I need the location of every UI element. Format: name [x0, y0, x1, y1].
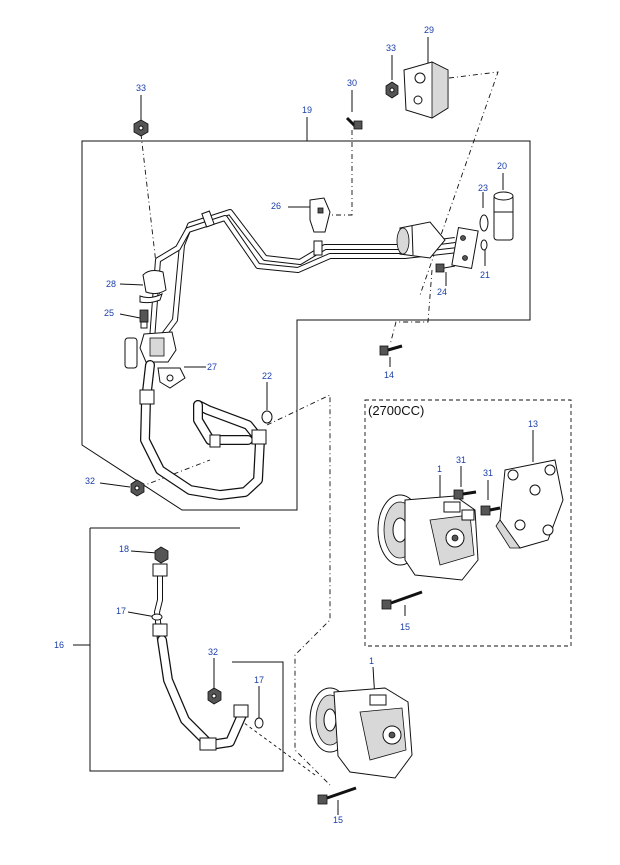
leader-17-compressor [239, 719, 316, 776]
bolt-15-2700cc [381, 590, 423, 610]
leader-32 [139, 459, 211, 488]
callout-22: 22 [262, 371, 272, 381]
callout-29: 29 [424, 25, 434, 35]
callout-33-left: 33 [136, 83, 146, 93]
callout-15-lower: 15 [333, 815, 343, 825]
bolt-15-lower [317, 786, 357, 805]
liquid-pipe-19 [149, 209, 459, 342]
o-ring-22 [261, 410, 273, 424]
assembly-16-outline [89, 527, 284, 772]
callout-13: 13 [528, 419, 538, 429]
assembly-19-outline [81, 140, 531, 511]
callout-30: 30 [347, 78, 357, 88]
leader-29-bracket [419, 71, 499, 296]
leader-33-left [140, 133, 161, 299]
bracket-13 [495, 459, 564, 549]
callout-32-lower: 32 [208, 647, 218, 657]
callout-31-a: 31 [456, 455, 466, 465]
bracket-29 [403, 61, 449, 119]
callout-26: 26 [271, 201, 281, 211]
block-fitting [451, 226, 479, 270]
callout-15-upper: 15 [400, 622, 410, 632]
callout-20: 20 [497, 161, 507, 171]
leader-30-26 [330, 130, 353, 216]
callout-23: 23 [478, 183, 488, 193]
variant-2700cc-box [364, 399, 572, 647]
nut-33-top [385, 81, 399, 99]
callout-17-upper: 17 [116, 606, 126, 616]
callout-25: 25 [104, 308, 114, 318]
compressor-1-lower [309, 687, 413, 779]
callout-16: 16 [54, 640, 64, 650]
callout-18: 18 [119, 544, 129, 554]
discharge-hose-16 [152, 563, 249, 751]
bolt-31-a [453, 489, 477, 500]
callout-24: 24 [437, 287, 447, 297]
callout-31-b: 31 [483, 468, 493, 478]
callout-28: 28 [106, 279, 116, 289]
muffler [396, 221, 446, 259]
leader-14 [389, 269, 433, 346]
clip-26 [309, 197, 331, 233]
callout-17-lower: 17 [254, 675, 264, 685]
bolt-14 [379, 344, 403, 356]
nut-32-lower [207, 687, 222, 705]
nut-32-upper [130, 479, 145, 497]
o-ring-23 [479, 214, 489, 232]
suction-hose-19 [139, 360, 267, 500]
callout-1-upper: 1 [437, 464, 442, 474]
nut-18 [154, 546, 169, 564]
o-ring-17-upper [151, 613, 163, 621]
callout-21: 21 [480, 270, 490, 280]
callout-32-upper: 32 [85, 476, 95, 486]
switch-25 [139, 309, 149, 329]
leader-22-15 [266, 394, 331, 786]
callout-14: 14 [384, 370, 394, 380]
o-ring-17-lower [254, 717, 264, 729]
bolt-31-b [480, 505, 501, 516]
callout-27: 27 [207, 362, 217, 372]
manifold-fitting [124, 331, 177, 369]
clamp-27 [157, 367, 186, 389]
bolt-24 [435, 263, 456, 273]
nut-33-left [133, 119, 149, 137]
compressor-1-2700cc [377, 494, 479, 581]
receiver-drier-20 [493, 191, 514, 241]
variant-label: (2700CC) [368, 403, 424, 418]
callout-33-top: 33 [386, 43, 396, 53]
o-ring-21 [480, 239, 488, 251]
bolt-30 [345, 116, 363, 130]
callout-1-lower: 1 [369, 656, 374, 666]
callout-19: 19 [302, 105, 312, 115]
bracket-28 [139, 270, 167, 304]
